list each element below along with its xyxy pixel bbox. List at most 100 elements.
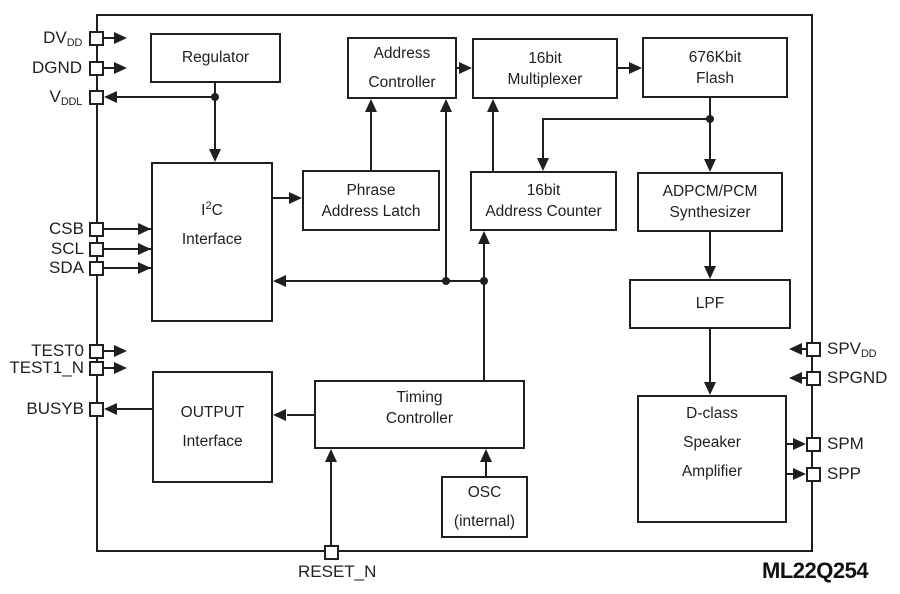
block-label: LPF bbox=[695, 295, 725, 312]
arrowhead-into-counter-top bbox=[537, 158, 549, 171]
block-label: OSC bbox=[467, 484, 502, 501]
block-label: Interface bbox=[181, 231, 243, 249]
block-label: 676Kbit bbox=[688, 48, 742, 66]
block-label: Multiplexer bbox=[507, 70, 583, 88]
arrowhead-test0-in bbox=[114, 345, 127, 357]
wire-dvdd-in bbox=[104, 37, 115, 39]
arrowhead-into-mux bbox=[459, 62, 472, 74]
wire-dgnd-in bbox=[104, 67, 115, 69]
arrowhead-into-spp-pin bbox=[793, 468, 806, 480]
pin-test1-n bbox=[89, 361, 104, 376]
pin-vddl bbox=[89, 90, 104, 105]
wire-i2c-to-latch bbox=[273, 197, 290, 199]
block-label: Controller bbox=[385, 409, 454, 427]
block-lpf: LPF bbox=[629, 279, 791, 329]
wire-regulator-to-i2c bbox=[214, 83, 216, 150]
block-label: Flash bbox=[696, 69, 734, 87]
wire-branch-to-counter bbox=[542, 118, 544, 159]
wire-scl-to-i2c bbox=[104, 248, 151, 250]
arrowhead-into-busyb-pin bbox=[104, 403, 117, 415]
pin-label-spp: SPP bbox=[827, 464, 862, 483]
wire-csb-to-i2c bbox=[104, 228, 151, 230]
block-label: Timing bbox=[396, 388, 443, 406]
i2c-pre: I bbox=[201, 202, 206, 220]
arrowhead-dvdd-in bbox=[114, 32, 127, 44]
wire-sda-to-i2c bbox=[104, 267, 151, 269]
block-i2c-interface: I2C Interface bbox=[151, 162, 273, 322]
pin-spm bbox=[806, 437, 821, 452]
block-phrase-address-latch: Phrase Address Latch bbox=[302, 170, 440, 231]
arrowhead-into-output bbox=[273, 409, 286, 421]
block-label: D-class bbox=[686, 404, 738, 422]
pin-label-dgnd: DGND bbox=[31, 58, 82, 77]
block-label: ADPCM/PCM bbox=[662, 183, 758, 200]
arrowhead-into-adpcm bbox=[704, 159, 716, 172]
block-timing-controller: Timing Controller bbox=[314, 380, 525, 449]
block-label: (internal) bbox=[453, 513, 516, 530]
chip-outline bbox=[96, 14, 813, 552]
block-label: Address Latch bbox=[321, 202, 421, 220]
pin-spvdd bbox=[806, 342, 821, 357]
pin-spgnd bbox=[806, 371, 821, 386]
block-16bit-multiplexer: 16bit Multiplexer bbox=[472, 38, 618, 99]
wire-regulator-to-vddl bbox=[117, 96, 216, 98]
part-number: ML22Q254 bbox=[762, 558, 869, 583]
wire-flash-down bbox=[709, 98, 711, 160]
wire-dclass-to-spm bbox=[787, 443, 793, 445]
pin-label-test1-n: TEST1_N bbox=[9, 358, 84, 377]
arrowhead-into-vddl-pin bbox=[104, 91, 117, 103]
block-label: Regulator bbox=[181, 49, 250, 66]
arrowhead-into-mux-bottom bbox=[487, 99, 499, 112]
wire-flash-branch bbox=[542, 118, 710, 120]
pin-spp bbox=[806, 467, 821, 482]
wire-counter-to-mux bbox=[492, 111, 494, 171]
arrowhead-into-latch bbox=[289, 192, 302, 204]
block-label: I2C bbox=[201, 192, 223, 225]
arrowhead-scl-in bbox=[138, 243, 151, 255]
block-label: Phrase bbox=[346, 181, 396, 199]
block-label: 16bit bbox=[526, 182, 561, 199]
wire-latch-to-addrctrl bbox=[370, 111, 372, 170]
wire-bus-to-timing bbox=[483, 281, 485, 380]
i2c-post: C bbox=[211, 202, 223, 220]
pin-dgnd bbox=[89, 61, 104, 76]
arrowhead-into-flash bbox=[629, 62, 642, 74]
i2c-sup: 2 bbox=[205, 199, 212, 212]
pin-label-spgnd: SPGND bbox=[827, 368, 888, 387]
wire-mux-to-flash bbox=[618, 67, 630, 69]
block-16bit-address-counter: 16bit Address Counter bbox=[470, 171, 617, 231]
pin-label-vddl: VDDL bbox=[49, 87, 83, 108]
wire-output-to-busyb bbox=[117, 408, 152, 410]
pin-label-sda: SDA bbox=[49, 258, 84, 277]
block-label: Address bbox=[373, 45, 431, 62]
wire-bus-to-addrctrl bbox=[445, 111, 447, 281]
arrowhead-spgnd-in bbox=[789, 372, 802, 384]
pin-busyb bbox=[89, 402, 104, 417]
block-label: Interface bbox=[182, 433, 243, 450]
pin-label-busyb: BUSYB bbox=[26, 399, 84, 418]
wire-bus-to-counter bbox=[483, 243, 485, 281]
block-label: Synthesizer bbox=[669, 204, 751, 221]
wire-spvdd-in bbox=[802, 348, 807, 350]
block-output-interface: OUTPUT Interface bbox=[152, 371, 273, 483]
arrowhead-csb-in bbox=[138, 223, 151, 235]
arrowhead-into-addrctrl-1 bbox=[440, 99, 452, 112]
wire-lpf-to-dclass bbox=[709, 329, 711, 382]
block-label: 16bit bbox=[528, 49, 562, 67]
junction-dot-bus-1 bbox=[442, 277, 450, 285]
pin-csb bbox=[89, 222, 104, 237]
arrowhead-into-i2c bbox=[209, 149, 221, 162]
wire-spgnd-in bbox=[802, 377, 807, 379]
wire-osc-to-timing bbox=[485, 461, 487, 476]
pin-label-csb: CSB bbox=[49, 219, 84, 238]
arrowhead-into-lpf bbox=[704, 266, 716, 279]
block-dclass-amplifier: D-class Speaker Amplifier bbox=[637, 395, 787, 523]
block-676kbit-flash: 676Kbit Flash bbox=[642, 37, 788, 98]
arrowhead-into-i2c-right bbox=[273, 275, 286, 287]
block-label: Speaker bbox=[683, 433, 741, 451]
wire-internal-bus bbox=[286, 280, 485, 282]
wire-test0-in bbox=[104, 350, 115, 352]
block-regulator: Regulator bbox=[150, 33, 281, 83]
wire-test1n-in bbox=[104, 367, 115, 369]
